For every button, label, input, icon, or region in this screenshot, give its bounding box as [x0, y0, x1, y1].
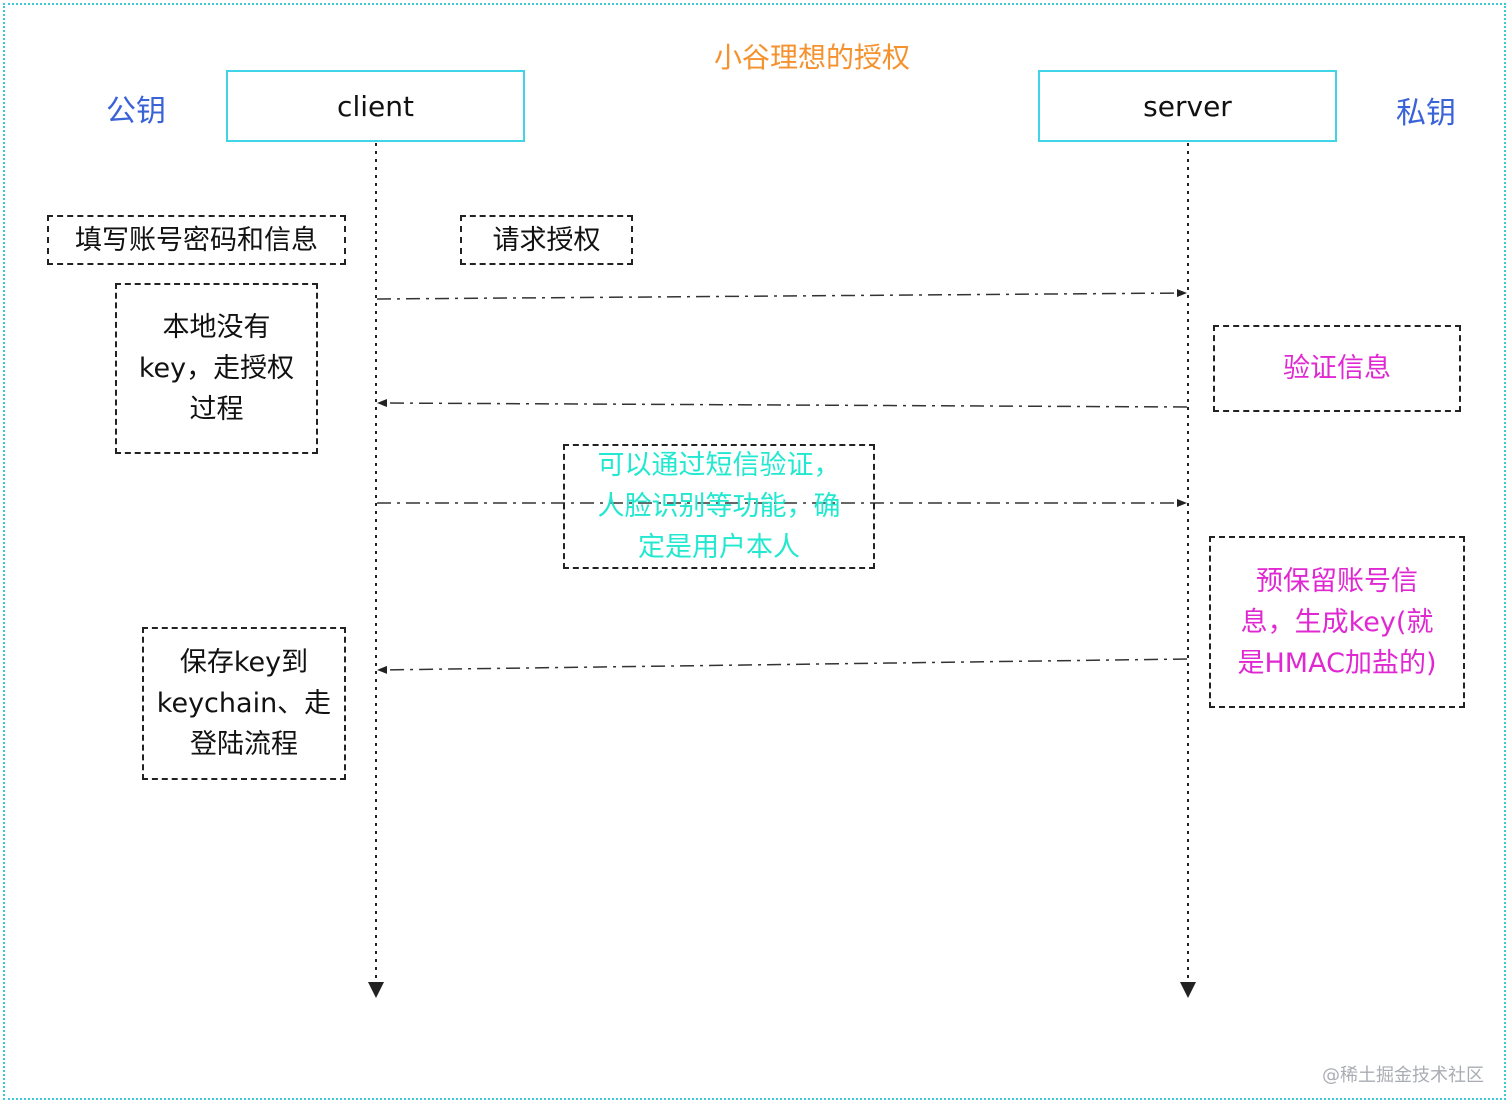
- server-lifeline-arrow: [1180, 982, 1196, 998]
- note-verify-info: 验证信息: [1213, 325, 1461, 412]
- note-reserve-info: 预保留账号信 息，生成key(就 是HMAC加盐的): [1209, 536, 1465, 708]
- note-fill-info: 填写账号密码和信息: [47, 215, 346, 265]
- note-save-key: 保存key到 keychain、走 登陆流程: [142, 627, 346, 780]
- diagram-frame: [3, 3, 1506, 1100]
- server-actor: server: [1038, 70, 1337, 142]
- note-sms-face: 可以通过短信验证， 人脸识别等功能，确 定是用户本人: [563, 444, 875, 569]
- message-verify-return: [377, 399, 1188, 408]
- message-key-return: [377, 658, 1188, 674]
- public-key-label: 公钥: [106, 94, 166, 129]
- note-request-auth: 请求授权: [460, 215, 633, 265]
- watermark: @稀土掘金技术社区: [1322, 1065, 1484, 1086]
- client-lifeline-arrow: [368, 982, 384, 998]
- private-key-label: 私钥: [1396, 96, 1456, 131]
- note-no-key: 本地没有 key，走授权 过程: [115, 283, 318, 454]
- client-actor: client: [226, 70, 525, 142]
- message-request-auth: [376, 289, 1187, 300]
- diagram-title: 小谷理想的授权: [713, 41, 910, 74]
